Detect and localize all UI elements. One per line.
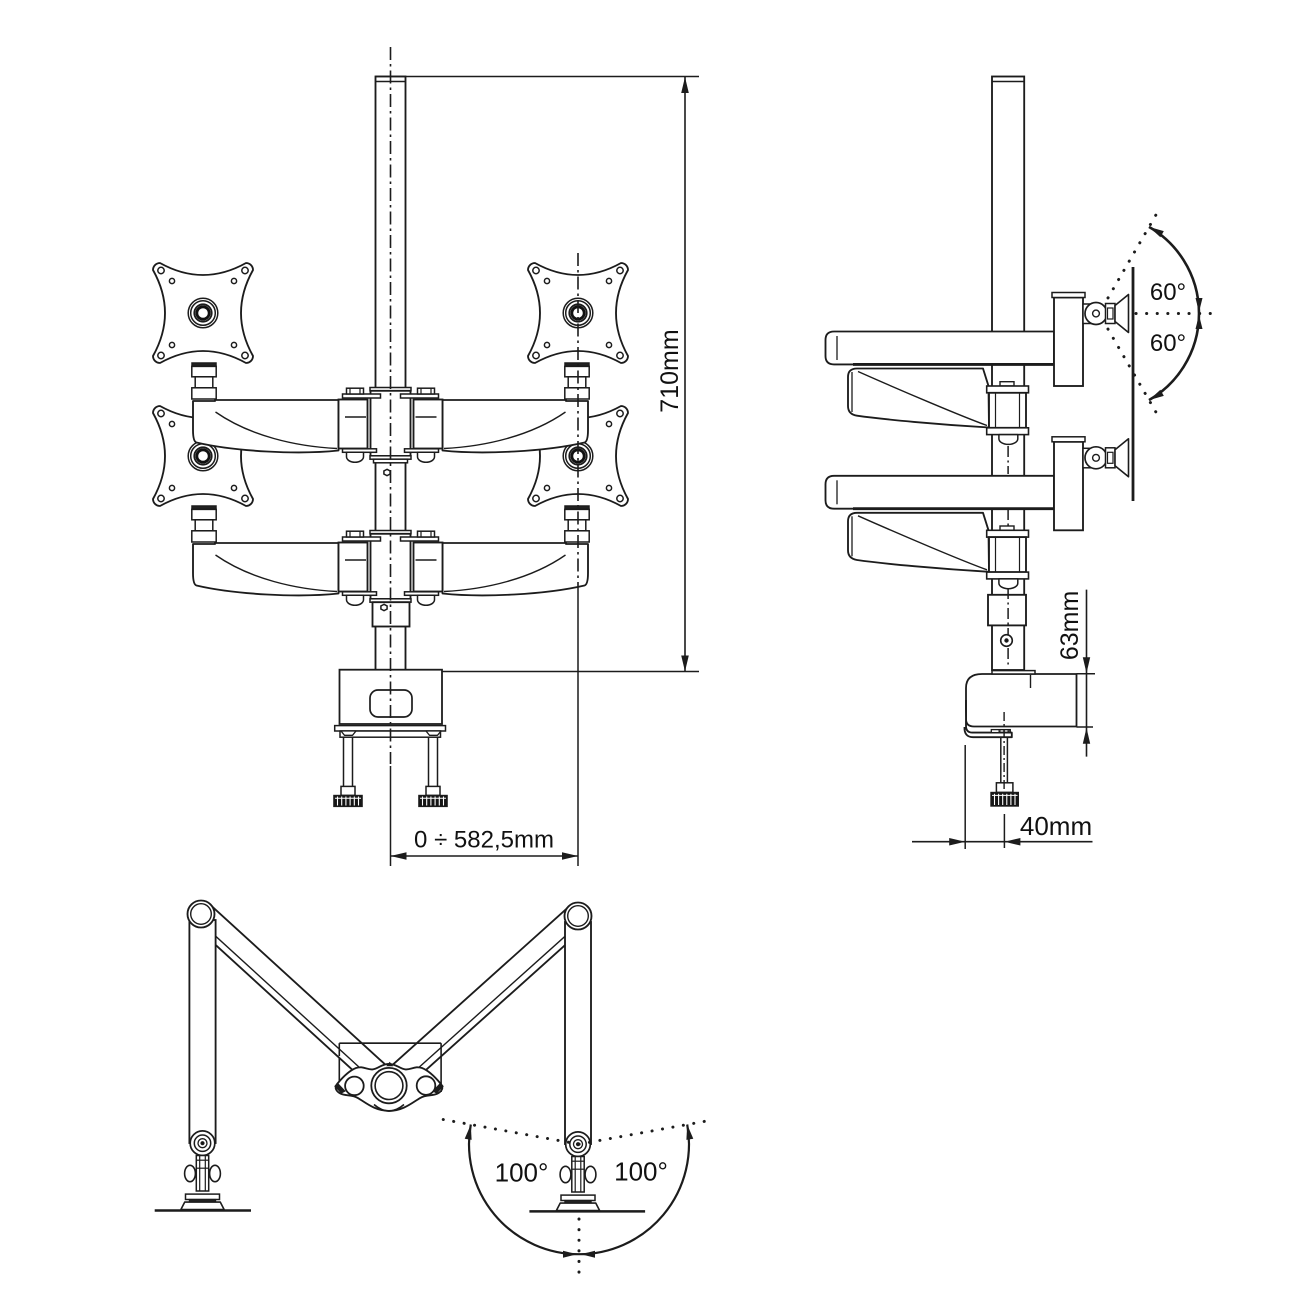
svg-text:100°: 100° [495, 1158, 549, 1188]
svg-text:0 ÷ 582,5mm: 0 ÷ 582,5mm [414, 827, 554, 854]
svg-text:100°: 100° [614, 1157, 668, 1187]
svg-text:60°: 60° [1150, 330, 1186, 357]
svg-text:60°: 60° [1150, 279, 1186, 306]
svg-text:40mm: 40mm [1020, 811, 1092, 841]
svg-text:710mm: 710mm [656, 329, 684, 412]
svg-text:63mm: 63mm [1056, 591, 1084, 660]
